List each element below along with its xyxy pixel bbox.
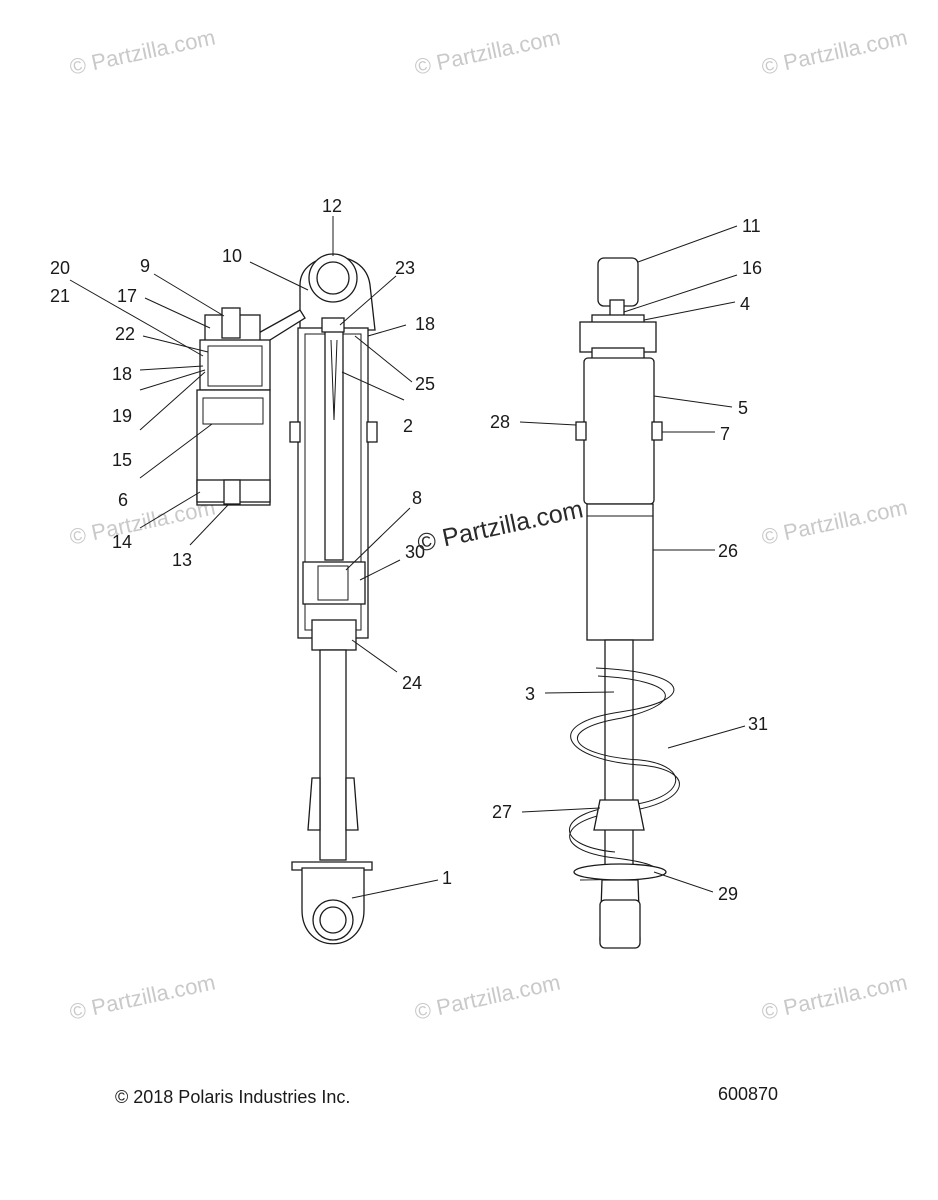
leader-lines (69, 216, 746, 899)
callout-4: 4 (740, 294, 750, 314)
bottom-eye-bushing (599, 899, 641, 949)
seal-head (311, 619, 357, 651)
callout-11: 11 (742, 216, 761, 236)
callout-28: 28 (490, 412, 510, 432)
callout-1: 1 (442, 868, 452, 888)
lug-left (575, 421, 587, 441)
piston-core (317, 565, 349, 601)
callout-22: 22 (115, 324, 135, 344)
callout-30: 30 (405, 542, 425, 562)
callout-10: 10 (222, 246, 242, 266)
callout-7: 7 (720, 424, 730, 444)
left-shock-cutaway (196, 253, 378, 945)
callout-18-right: 18 (415, 314, 435, 334)
bottom-eyelet-inner (319, 906, 347, 934)
callout-15: 15 (112, 450, 132, 470)
schrader-valve (223, 479, 241, 505)
callout-20: 20 (50, 258, 70, 278)
callout-16: 16 (742, 258, 762, 278)
needle (330, 339, 338, 421)
spring-retainer (573, 863, 667, 881)
callout-14: 14 (112, 532, 132, 552)
callout-24: 24 (402, 673, 422, 693)
inner-rod (324, 329, 344, 561)
reservoir-valve (221, 307, 241, 339)
callout-25: 25 (415, 374, 435, 394)
reservoir-head (199, 339, 271, 391)
lug-right (651, 421, 663, 441)
callout-31: 31 (748, 714, 768, 734)
bottom-out-bumper-right (345, 777, 359, 831)
callout-29: 29 (718, 884, 738, 904)
reservoir-piston-top (207, 345, 263, 387)
callout-8: 8 (412, 488, 422, 508)
callout-12: 12 (322, 196, 342, 216)
right-shock-exterior (569, 257, 680, 949)
drawing-number: 600870 (718, 1084, 779, 1104)
spring-collar (593, 799, 645, 831)
rod (604, 639, 634, 881)
callout-19: 19 (112, 406, 132, 426)
piston-assembly (302, 561, 366, 605)
copyright-notice: © 2018 Polaris Industries Inc. (115, 1087, 351, 1107)
body-cap (579, 321, 657, 353)
side-lug-left (289, 421, 301, 443)
callout-17: 17 (117, 286, 137, 306)
callout-13: 13 (172, 550, 192, 570)
coil-spring-back (569, 675, 677, 853)
callout-26: 26 (718, 541, 738, 561)
top-eyelet-inner (316, 261, 350, 295)
callout-3: 3 (525, 684, 535, 704)
callout-9: 9 (140, 256, 150, 276)
callout-6: 6 (118, 490, 128, 510)
top-nut (321, 317, 345, 333)
bottom-out-bumper-left (307, 777, 321, 831)
side-lug-right (366, 421, 378, 443)
coil-spring (569, 667, 680, 881)
lower-sleeve (586, 503, 654, 641)
callout-18-left: 18 (112, 364, 132, 384)
shock-body (583, 357, 655, 505)
callout-23: 23 (395, 258, 415, 278)
piston-shaft (319, 649, 347, 861)
callout-5: 5 (738, 398, 748, 418)
callout-2: 2 (403, 416, 413, 436)
top-eyelet (597, 257, 639, 307)
callout-21: 21 (50, 286, 70, 306)
floating-piston (202, 397, 264, 425)
callout-numbers: 12 10 23 9 20 21 17 18 22 18 25 19 2 15 … (50, 196, 768, 904)
callout-27: 27 (492, 802, 512, 822)
